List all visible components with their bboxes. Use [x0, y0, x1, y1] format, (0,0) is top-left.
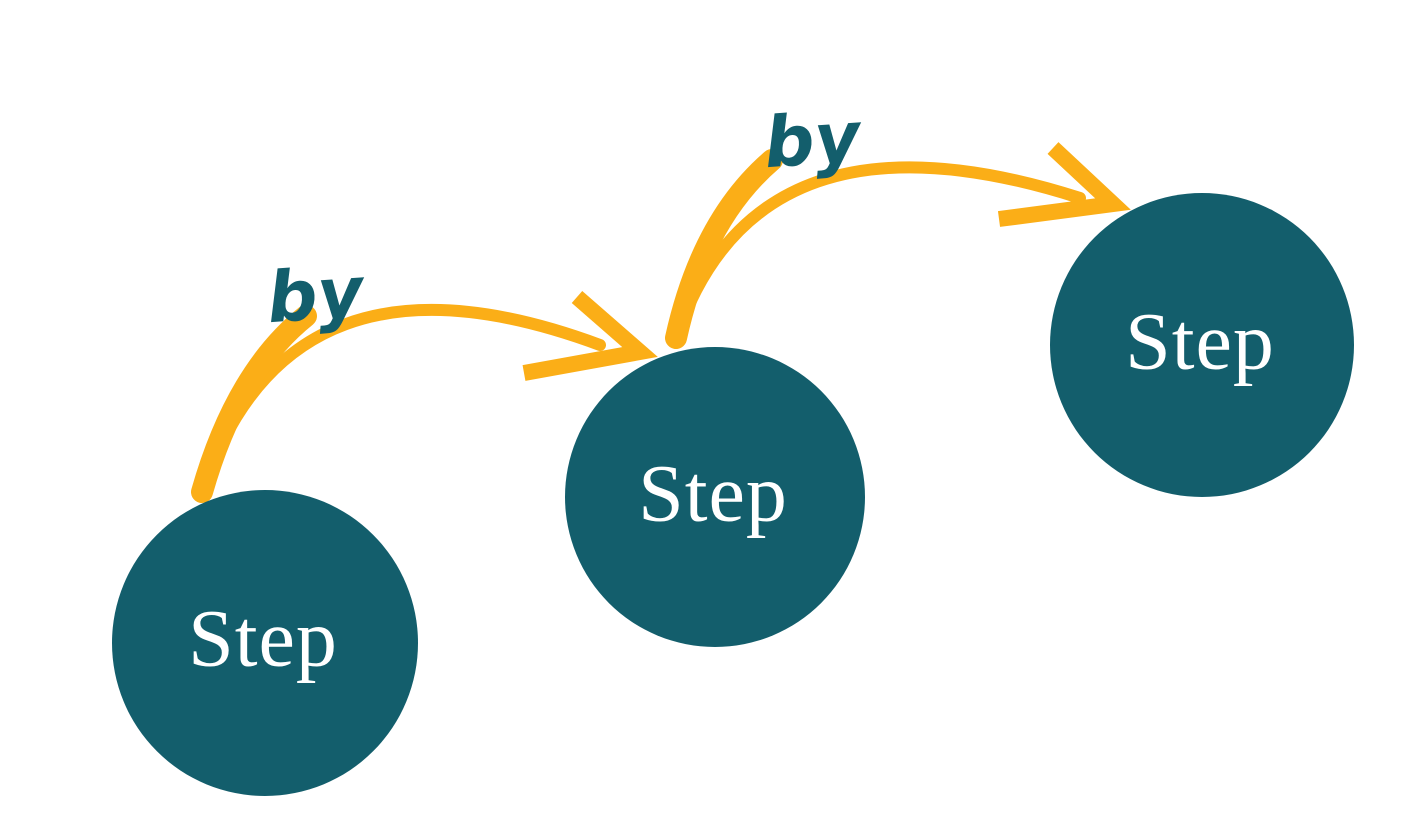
arrow-curve	[196, 303, 606, 498]
arrow-curve-thick-start	[665, 149, 783, 349]
step-label: Step	[638, 448, 788, 539]
step-node-2: Step	[565, 347, 865, 647]
arrow-head	[997, 142, 1131, 227]
step-circle	[565, 347, 865, 647]
step-node-1: Step	[112, 490, 418, 796]
step-label: Step	[188, 593, 338, 684]
step-circle	[112, 490, 418, 796]
arrow-head	[522, 290, 658, 381]
step-node-3: Step	[1050, 193, 1354, 497]
arrow-curve-thick-start	[191, 305, 317, 503]
connector-label: by	[264, 251, 369, 340]
connector-label: by	[761, 96, 866, 185]
step-circle	[1050, 193, 1354, 497]
step-label: Step	[1125, 296, 1275, 387]
connector-1: by	[191, 251, 658, 503]
connector-2: by	[665, 96, 1131, 349]
